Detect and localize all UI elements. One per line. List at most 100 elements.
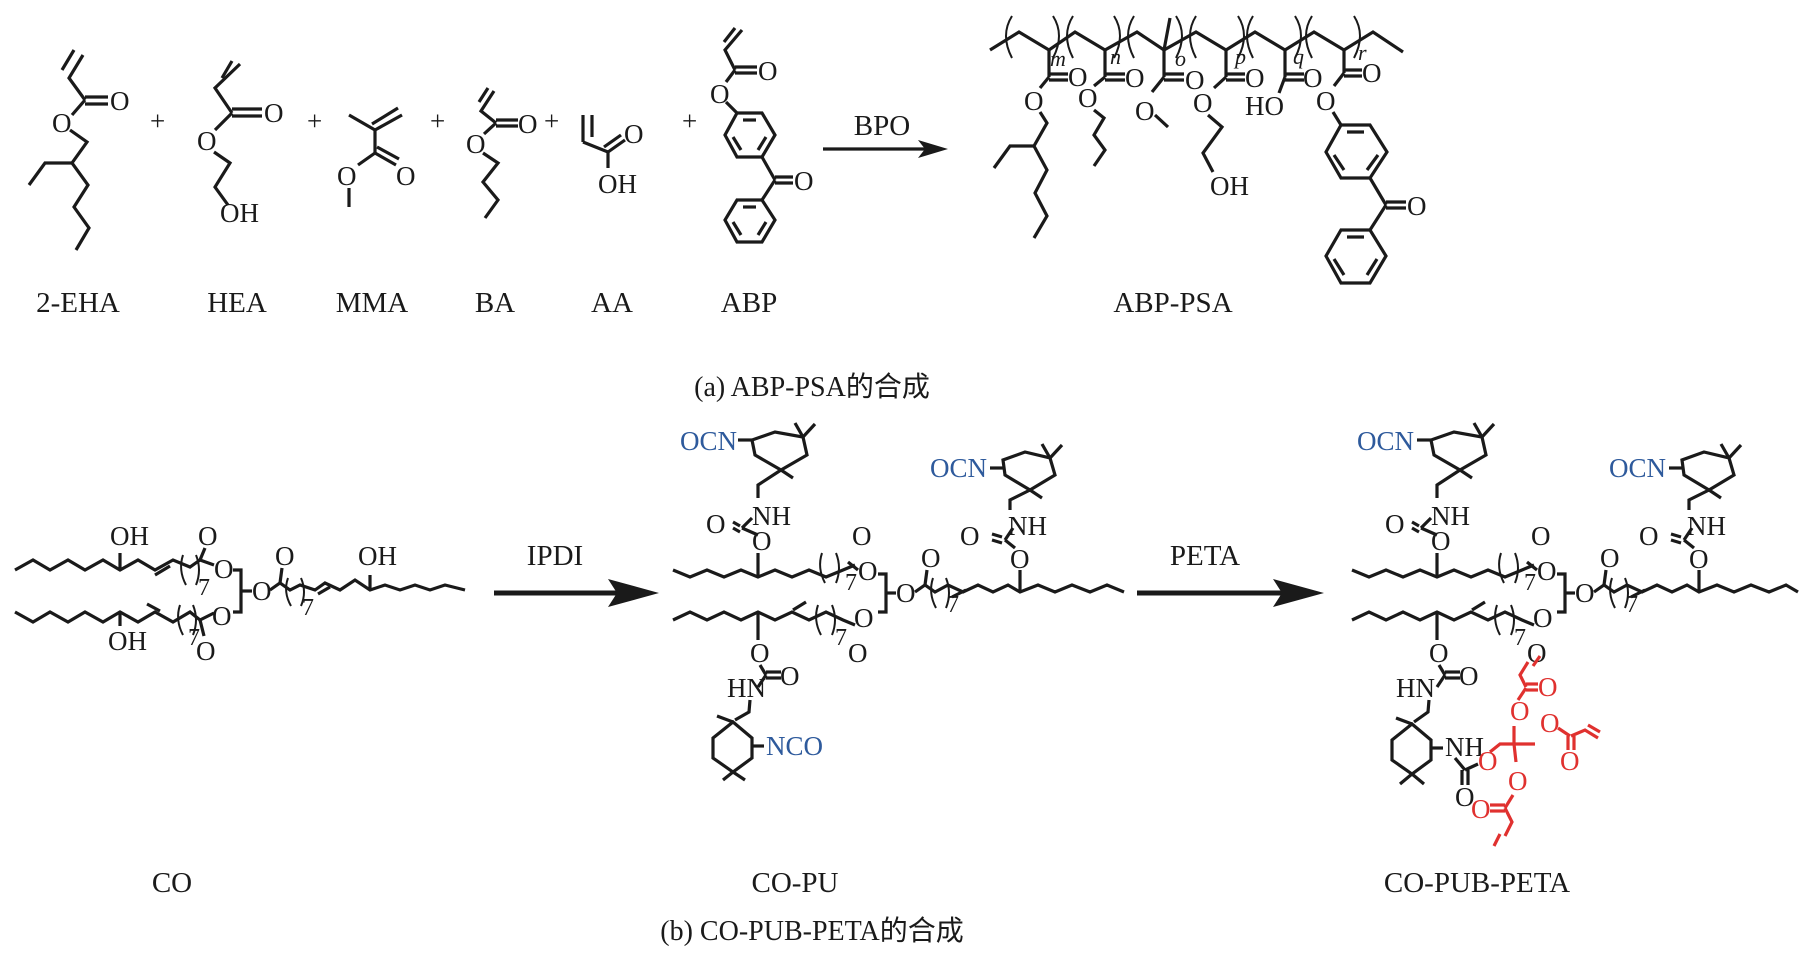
- atom-label: O: [110, 86, 130, 116]
- chemical-bond: [914, 583, 1125, 594]
- atom-label: O: [214, 554, 234, 584]
- chemical-bond: [1503, 807, 1514, 837]
- atom-label: O: [518, 109, 538, 139]
- ring-bond: [1680, 450, 1736, 492]
- label-aa: AA: [591, 287, 633, 319]
- chemical-bond: [878, 572, 888, 614]
- chemical-bond: [1331, 111, 1343, 126]
- chemical-bond: [1670, 532, 1682, 539]
- chemical-bond: [1489, 742, 1514, 754]
- ring-bond: [1324, 228, 1388, 285]
- atom-label: NH: [1445, 732, 1484, 762]
- atom-label: O: [794, 166, 814, 196]
- chemical-bond: [1630, 588, 1646, 599]
- atom-label: O: [1010, 544, 1030, 574]
- atom-label: 7: [188, 625, 200, 651]
- monomer-abp: O O O ABP: [710, 27, 814, 319]
- chemical-bond: [1512, 743, 1518, 763]
- chemical-bond: [1464, 762, 1479, 772]
- chemical-bond: [793, 422, 805, 438]
- atom-label: O: [1245, 63, 1265, 93]
- label-hea: HEA: [207, 287, 267, 319]
- chemical-bond: [1492, 833, 1502, 847]
- atom-label: 7: [845, 570, 857, 596]
- repeat-bracket: [1189, 15, 1197, 59]
- atom-label: NH: [1431, 501, 1470, 531]
- atom-label: O: [1024, 86, 1044, 116]
- plus-sign: +: [544, 106, 559, 136]
- chemical-bond: [756, 136, 768, 151]
- chemical-bond: [1593, 583, 1799, 594]
- chemical-bond: [991, 532, 1003, 539]
- chemical-bond: [14, 558, 201, 572]
- atom-label: O: [275, 541, 295, 571]
- chemical-bond: [1413, 699, 1431, 724]
- chemical-bond: [732, 526, 741, 534]
- chemical-bond: [213, 111, 234, 132]
- chemical-bond: [1398, 772, 1414, 786]
- atom-label: O: [1471, 794, 1491, 824]
- product-abp-psa: m n o p q r O O O O: [989, 15, 1427, 319]
- chemical-bond: [1277, 76, 1287, 94]
- repeat-bracket: [1498, 552, 1505, 584]
- atom-label: O: [52, 108, 72, 138]
- chemical-bond: [1708, 488, 1722, 500]
- arrowhead: [608, 579, 659, 607]
- chemical-bond: [1526, 560, 1538, 572]
- compound-co-pub-peta: O O NH OCN 7 O O O O: [1351, 422, 1799, 899]
- panel-b: OH O O 7 O O OH 7 OH O O 7: [14, 422, 1799, 947]
- chemical-bond: [1411, 526, 1420, 534]
- chemical-bond: [146, 602, 161, 613]
- chemical-bond: [212, 62, 242, 114]
- chemical-bond: [756, 674, 768, 688]
- atom-label: O: [1135, 96, 1155, 126]
- atom-label: 7: [835, 625, 847, 651]
- chemical-bond: [374, 113, 403, 132]
- chemical-bond: [1682, 527, 1694, 541]
- atom-label: O: [264, 98, 284, 128]
- atom-label: O: [896, 578, 916, 608]
- reagent-peta: PETA: [1170, 540, 1240, 572]
- monomer-mma: O O MMA: [336, 106, 416, 319]
- compound-co-pu: O O NH OCN 7 O O O O: [672, 422, 1125, 899]
- chemical-bond: [1153, 113, 1170, 129]
- chemical-bond: [672, 610, 856, 627]
- chemical-bond: [1480, 422, 1496, 439]
- chemical-bond: [760, 156, 777, 181]
- reaction-arrow-ipdi: IPDI: [494, 540, 659, 607]
- chemical-bond: [1332, 154, 1346, 171]
- atom-label: O: [1533, 603, 1553, 633]
- chemical-bond: [923, 569, 929, 586]
- chemical-bond: [1008, 488, 1031, 510]
- chemical-bond: [1411, 520, 1420, 528]
- repeat-bracket: [1624, 577, 1629, 609]
- chemical-bond: [1150, 76, 1166, 93]
- chemical-bond: [1038, 75, 1051, 90]
- plus-sign: +: [430, 106, 445, 136]
- repeat-bracket: [1353, 15, 1361, 59]
- ring-bond: [750, 430, 809, 472]
- label-co-pu: CO-PU: [751, 867, 838, 899]
- atom-label: O: [1510, 696, 1530, 726]
- chemical-bond: [1503, 794, 1515, 809]
- repeat-bracket: [192, 604, 197, 636]
- atom-label: 7: [1524, 570, 1536, 596]
- chemical-bond: [198, 619, 206, 637]
- chemical-bond: [1471, 600, 1486, 612]
- chemical-bond: [1048, 443, 1064, 460]
- atom-label: O: [1639, 521, 1659, 551]
- reaction-arrow-bpo: BPO: [823, 110, 948, 158]
- chemical-bond: [951, 588, 967, 599]
- chemical-bond: [740, 516, 754, 530]
- repeat-bracket: [300, 577, 305, 607]
- isocyanate-group: OCN: [930, 453, 987, 483]
- chemical-bond: [1435, 468, 1461, 498]
- chemical-bond: [1395, 716, 1413, 726]
- repeat-bracket: [1494, 604, 1501, 636]
- atom-label: O: [1455, 782, 1475, 812]
- atom-label: 7: [198, 575, 210, 601]
- chemical-bond: [317, 585, 331, 596]
- atom-label: O: [1193, 88, 1213, 118]
- repeat-bracket: [1052, 15, 1060, 59]
